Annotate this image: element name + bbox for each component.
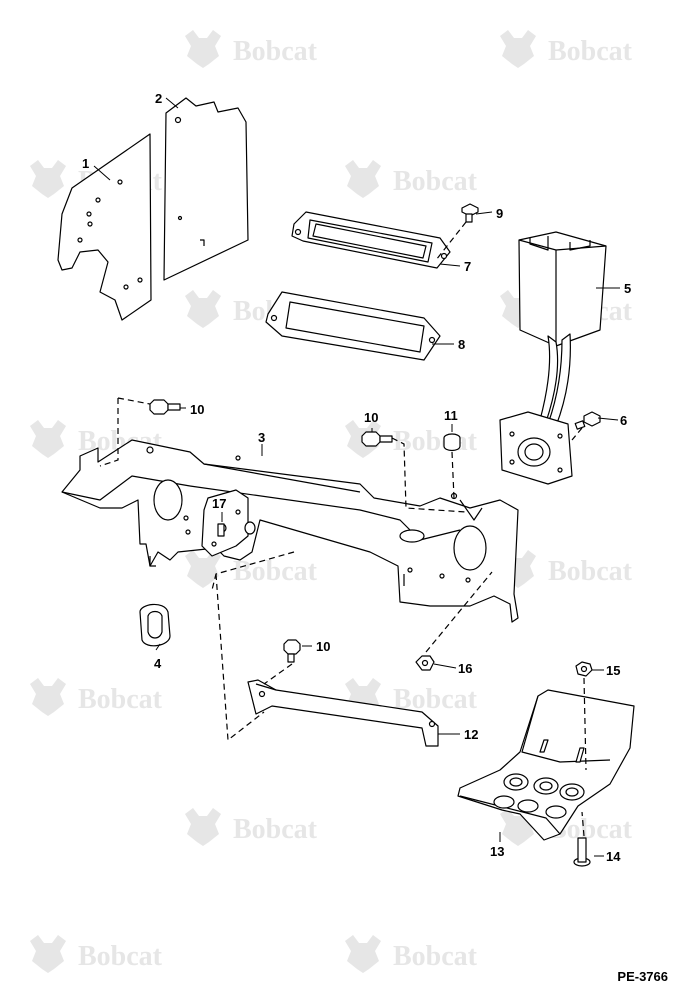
part-4-grommet xyxy=(139,603,171,647)
leader-lines xyxy=(93,97,620,857)
watermark-text: Bobcat xyxy=(548,556,633,587)
part-9-bolt xyxy=(461,203,479,223)
part-3-main-bracket xyxy=(61,439,519,623)
part-2-panel xyxy=(163,97,249,281)
callout-7: 7 xyxy=(464,259,471,274)
part-1-shield-plate xyxy=(57,133,152,321)
part-14-bolt xyxy=(573,837,591,867)
part-11-plug xyxy=(443,433,461,452)
callout-10: 10 xyxy=(316,639,330,654)
callout-16: 16 xyxy=(458,661,472,676)
watermark-text: Bobcat xyxy=(393,166,478,197)
callout-10: 10 xyxy=(190,402,204,417)
part-16-nut xyxy=(415,655,435,671)
part-8-gasket xyxy=(265,291,441,361)
callout-1: 1 xyxy=(82,156,89,171)
part-10-bolt xyxy=(283,639,301,663)
callout-6: 6 xyxy=(620,413,627,428)
watermark-text: Bobcat xyxy=(393,426,478,457)
callout-5: 5 xyxy=(624,281,631,296)
callout-14: 14 xyxy=(606,849,621,864)
callout-13: 13 xyxy=(490,844,504,859)
part-12-strap xyxy=(247,679,439,747)
callout-4: 4 xyxy=(154,656,162,671)
callout-2: 2 xyxy=(155,91,162,106)
watermark-text: Bobcat xyxy=(233,556,318,587)
callout-10: 10 xyxy=(364,410,378,425)
callout-12: 12 xyxy=(464,727,478,742)
callout-17: 17 xyxy=(212,496,226,511)
part-7-gasket xyxy=(291,211,451,269)
part-10-bolt xyxy=(149,399,181,415)
callout-8: 8 xyxy=(458,337,465,352)
callout-11: 11 xyxy=(444,408,458,423)
diagram-reference-code: PE-3766 xyxy=(617,969,668,984)
watermark-text: Bobcat xyxy=(233,814,318,845)
watermark-text: Bobcat xyxy=(78,941,163,972)
part-17-switch xyxy=(217,521,256,537)
part-6-screw xyxy=(574,411,601,430)
callout-labels: 1 2 3 4 5 6 7 8 9 10 10 10 11 12 13 14 1… xyxy=(82,91,631,864)
watermark-text: Bobcat xyxy=(233,36,318,67)
watermark-text: Bobcat xyxy=(78,684,163,715)
callout-9: 9 xyxy=(496,206,503,221)
part-15-nut xyxy=(575,661,593,677)
assembly-lines xyxy=(99,221,587,837)
callout-15: 15 xyxy=(606,663,620,678)
part-5-boot-lever xyxy=(499,231,607,485)
part-13-pedal-bracket xyxy=(457,689,635,841)
watermark-text: Bobcat xyxy=(548,36,633,67)
watermark-text: Bobcat xyxy=(393,941,478,972)
callout-3: 3 xyxy=(258,430,265,445)
part-10-bolt xyxy=(361,431,393,447)
